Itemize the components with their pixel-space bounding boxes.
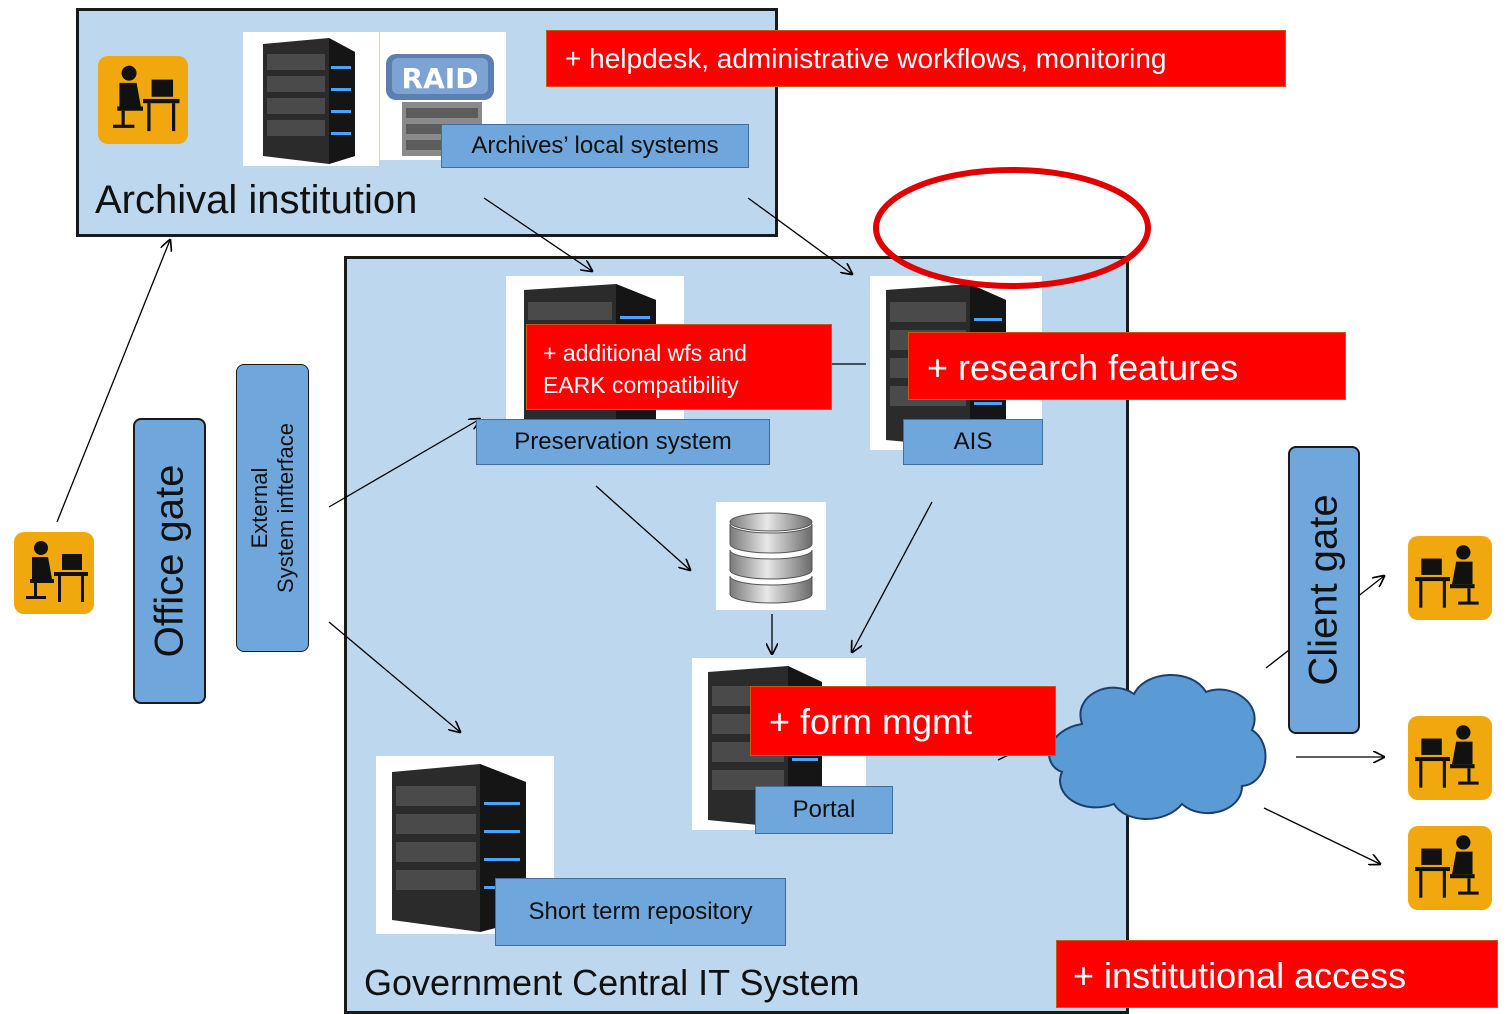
wfs-annotation-line1: + additional wfs and	[543, 340, 747, 366]
external-interface-line1: External	[246, 467, 272, 549]
archival-server-icon	[243, 32, 379, 166]
external-interface-label: External System infterface	[247, 423, 299, 593]
svg-text:RAID: RAID	[402, 62, 479, 95]
client-gate-label: Client gate	[1301, 494, 1346, 686]
short-term-repository-label: Short term repository	[495, 878, 786, 946]
ais-label: AIS	[903, 419, 1043, 465]
client-user-1-person-icon	[1408, 536, 1492, 620]
archival-institution-title: Archival institution	[95, 178, 418, 222]
office-user-person-icon	[14, 532, 94, 614]
archive-staff-person-icon	[98, 56, 188, 144]
client-gate: Client gate	[1288, 446, 1360, 734]
preservation-system-label: Preservation system	[476, 419, 770, 465]
form-mgmt-annotation: + form mgmt	[750, 686, 1056, 756]
office-gate: Office gate	[133, 418, 206, 704]
wfs-annotation-line2: EARK compatibility	[543, 372, 739, 398]
helpdesk-annotation: + helpdesk, administrative workflows, mo…	[546, 30, 1286, 87]
archives-local-systems-label: Archives’ local systems	[441, 124, 749, 168]
client-user-2-person-icon	[1408, 716, 1492, 800]
cloud-icon	[1048, 674, 1267, 820]
external-system-interface: External System infterface	[236, 364, 309, 652]
highlight-ellipse	[873, 167, 1151, 289]
wfs-annotation: + additional wfs and EARK compatibility	[526, 324, 832, 410]
external-interface-line2: System infterface	[272, 423, 298, 593]
client-user-3-person-icon	[1408, 826, 1492, 910]
office-gate-label: Office gate	[147, 464, 191, 658]
database-icon	[716, 502, 826, 610]
institutional-access-annotation: + institutional access	[1056, 940, 1498, 1008]
central-it-title: Government Central IT System	[364, 962, 860, 1003]
research-annotation: + research features	[908, 332, 1346, 400]
arrow-cloud-to-client3	[1263, 807, 1380, 864]
portal-label: Portal	[755, 786, 893, 834]
